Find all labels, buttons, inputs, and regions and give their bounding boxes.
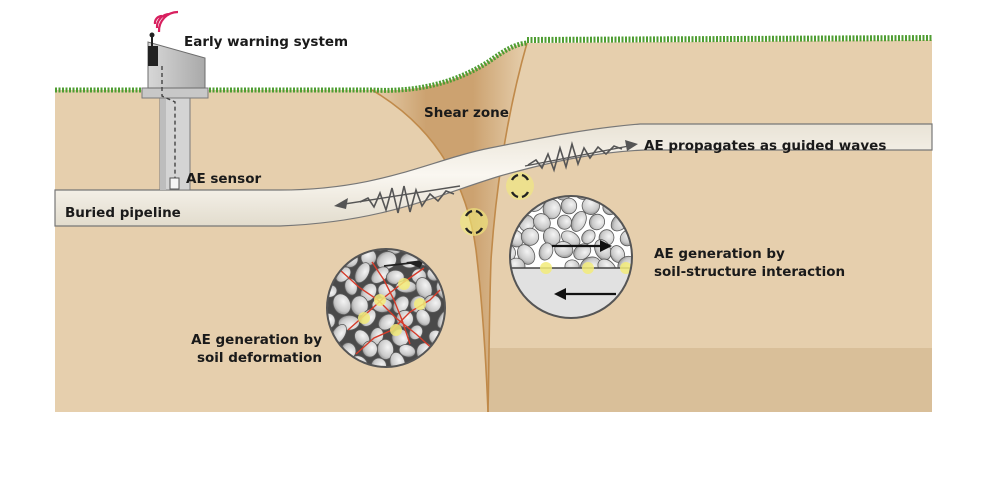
grass-left	[55, 40, 528, 93]
shear-zone	[372, 43, 527, 412]
sensor-cable	[161, 66, 176, 178]
early-warning-label: Early warning system	[184, 34, 348, 50]
ae-sensor-label: AE sensor	[186, 171, 261, 187]
ae-sensor	[169, 177, 180, 190]
shear-boundary-left	[371, 89, 489, 413]
guided-wave-left	[334, 185, 461, 214]
wireless-signal-icon	[153, 10, 179, 33]
soil-grain	[570, 210, 587, 232]
force-chain	[339, 269, 437, 353]
buried-pipeline	[54, 123, 933, 227]
soil-grain	[376, 338, 395, 360]
soil-grain	[332, 293, 352, 316]
soil-grain	[588, 213, 606, 231]
ae-soil-deformation-label-line2: soil deformation	[197, 350, 322, 366]
soil-grain	[520, 227, 540, 246]
early-warning-station	[141, 10, 209, 191]
soil-grain	[354, 262, 371, 284]
buried-pipeline-label: Buried pipeline	[65, 205, 181, 221]
shear-zone-label: Shear zone	[424, 105, 509, 121]
soil-grain	[389, 351, 406, 367]
soil-grain	[361, 340, 378, 358]
ae-soil-structure-label-line2: soil-structure interaction	[654, 264, 845, 280]
soil-grain	[538, 242, 554, 261]
ae-source-upper	[506, 172, 534, 200]
ae-source-lower	[460, 208, 488, 236]
shear-boundary-right	[487, 42, 528, 413]
grass-right	[526, 35, 933, 43]
guided-wave-right	[524, 140, 638, 173]
soil-grain	[581, 229, 596, 245]
ae-soil-structure-label-line1: AE generation by	[654, 246, 785, 262]
soil-lower-layer	[488, 348, 932, 412]
force-chain	[371, 261, 411, 345]
ae-soil-deformation-label-line1: AE generation by	[191, 332, 322, 348]
force-chain	[355, 289, 441, 355]
ae-propagates-label: AE propagates as guided waves	[644, 138, 886, 154]
soil-grain	[398, 344, 416, 358]
soil-grain	[560, 197, 578, 215]
soil-grain	[436, 308, 445, 329]
